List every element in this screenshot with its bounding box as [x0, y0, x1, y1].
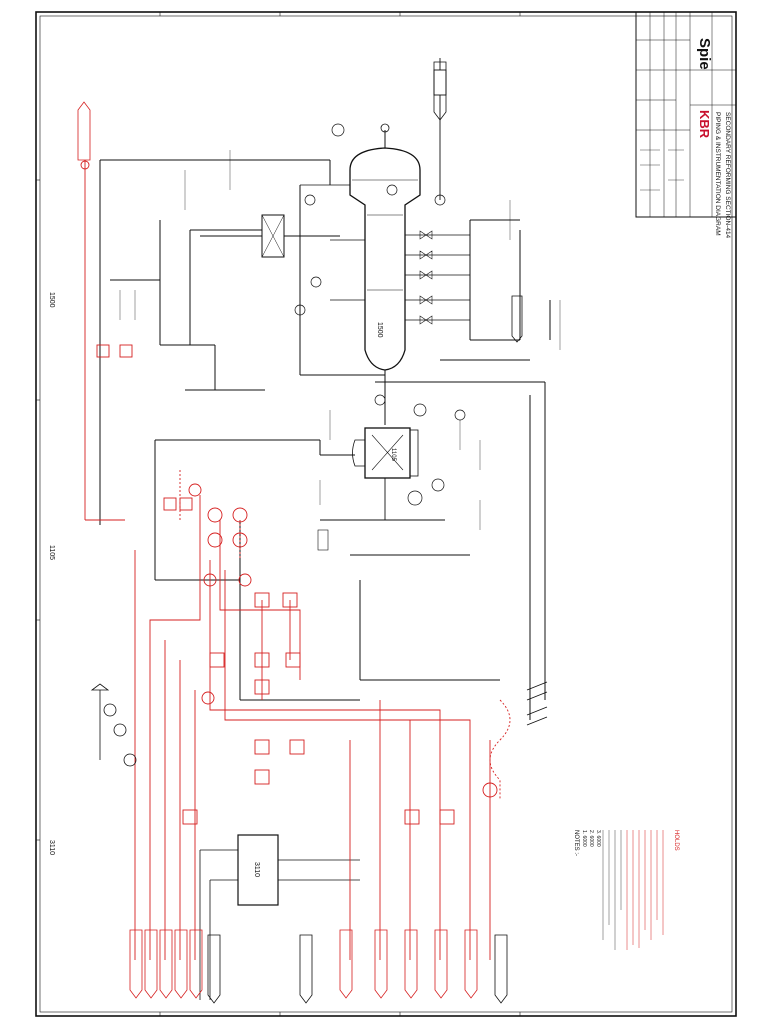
drawing-border — [35, 11, 737, 1017]
red-instrument-boxes — [96, 344, 455, 825]
client-logo: Spie — [696, 38, 713, 70]
section-label-mid: 1105 — [48, 545, 55, 560]
notes-block: NOTES :- 1. 6000 2. 6000 3. 6000 HOLDS — [573, 830, 679, 950]
revision-red-lines — [84, 160, 511, 960]
red-instrument-bubbles — [80, 160, 498, 798]
package-3110: 3110 — [199, 834, 360, 1000]
reformer-tag: 1500 — [376, 322, 383, 338]
drawing-title-line1: PIPING & INSTRUMENTATION DIAGRAM — [714, 112, 721, 236]
company-logo: KBR — [697, 110, 712, 139]
left-valve-assembly — [90, 683, 137, 767]
process-lines — [99, 159, 551, 720]
red-terminal-tags — [77, 101, 478, 999]
note-item-2: 2. 6000 — [588, 830, 594, 847]
air-cooler — [200, 214, 340, 258]
holds-heading: HOLDS — [673, 830, 679, 851]
line-breaks — [526, 681, 548, 726]
vent-line — [433, 58, 447, 200]
title-block: Spie KBR PIPING & INSTRUMENTATION DIAGRA… — [635, 11, 737, 239]
note-item-3: 3. 6000 — [595, 830, 601, 847]
package-tag: 3110 — [253, 862, 260, 877]
annotation-marks — [119, 150, 561, 530]
black-terminal-tags — [207, 61, 523, 1004]
drawing-title-line2: SECONDARY REFORMING SECTION-414 — [724, 112, 731, 239]
section-label-top: 1500 — [48, 292, 55, 308]
notes-heading: NOTES :- — [573, 830, 579, 856]
secondary-reformer-1500: 1500 — [294, 123, 470, 390]
section-label-bottom: 3110 — [48, 840, 55, 855]
exchanger-1105: 1105 — [317, 394, 466, 551]
exchanger-tag: 1105 — [390, 448, 396, 462]
note-item-1: 1. 6000 — [581, 830, 587, 847]
